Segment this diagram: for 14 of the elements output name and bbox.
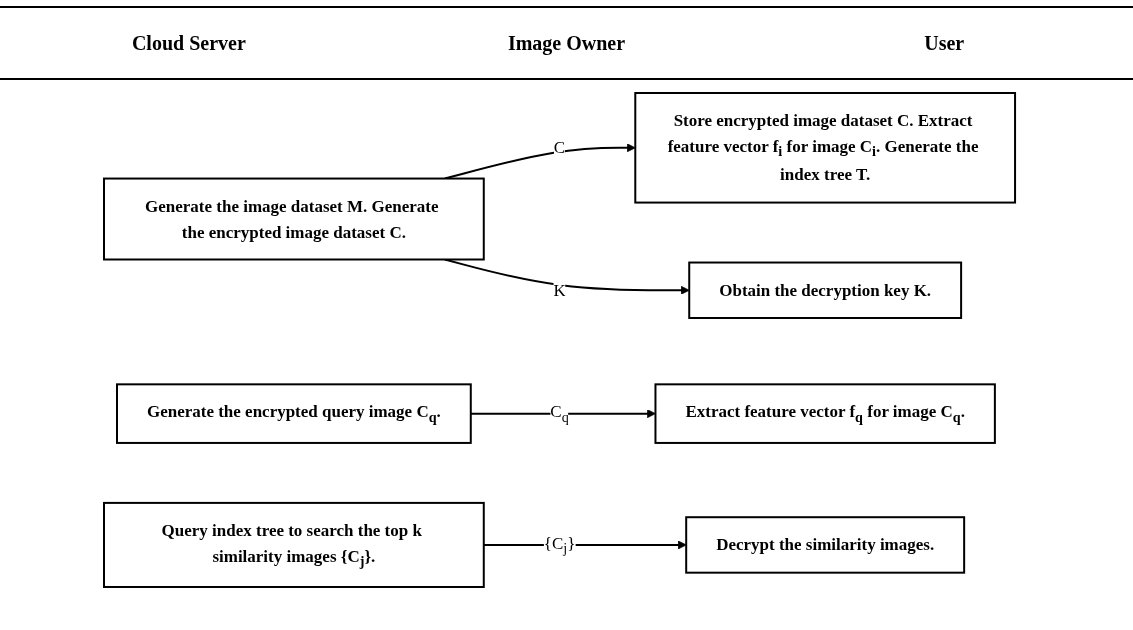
node-box: Obtain the decryption key K.: [688, 261, 963, 319]
edge-label: {C$_{j}$}: [544, 533, 576, 557]
column-header: Image Owner: [506, 31, 627, 55]
node-box: Extract feature vector f$_{q}$ for image C$_{q}$.: [654, 383, 997, 444]
node-box: Decrypt the similarity images.: [685, 516, 966, 574]
edge-label: C$_{q}$: [550, 402, 570, 425]
column-header: User: [923, 31, 966, 55]
edge-label: K: [553, 280, 567, 300]
node-box: Store encrypted image dataset C. Extract feature vector f$_{i}$ for image C$_{i}$. Generate the index tree T.: [634, 92, 1017, 204]
edge-label: C: [554, 138, 566, 158]
node-box: Generate the image dataset M. Generate the encrypted image dataset C.: [103, 177, 486, 261]
column-header: Cloud Server: [130, 31, 247, 55]
node-box: Generate the encrypted query image C$_{q}$.: [116, 383, 473, 444]
node-box: Query index tree to search the top k similarity images {C$_{j}$}.: [103, 501, 486, 588]
